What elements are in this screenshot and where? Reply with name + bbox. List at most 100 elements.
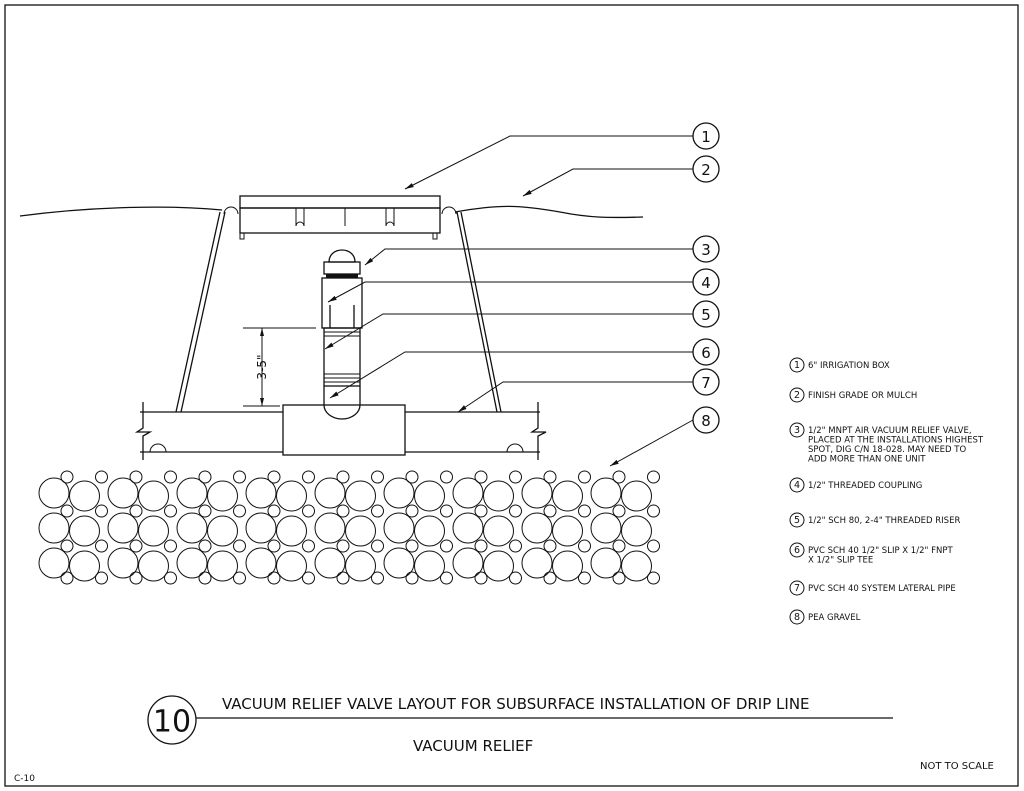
gravel-stone	[483, 550, 514, 582]
gravel-stone	[138, 550, 169, 582]
gravel-stone	[314, 477, 346, 509]
gravel-stone	[138, 515, 169, 547]
gravel-stone	[95, 539, 108, 553]
gravel-stone	[440, 504, 453, 518]
gravel-stone	[336, 539, 350, 553]
legend-number: 5	[794, 515, 800, 526]
sheet-id: C-10	[14, 774, 35, 784]
gravel-stone	[345, 515, 376, 547]
gravel-stone	[474, 504, 488, 518]
gravel-stone	[405, 539, 419, 553]
gravel-stone	[267, 504, 281, 518]
detail-number-circle	[147, 695, 197, 745]
gravel-stone	[176, 477, 208, 509]
sheet-border	[4, 4, 1019, 787]
callout-number: 2	[701, 161, 711, 179]
gravel-stone	[345, 480, 376, 512]
gravel-stone	[107, 547, 139, 579]
gravel-stone	[245, 512, 277, 544]
gravel-stone	[521, 512, 553, 544]
leader-line	[364, 248, 693, 266]
gravel-stone	[612, 470, 626, 484]
gravel-stone	[267, 539, 281, 553]
legend-text: FINISH GRADE OR MULCH	[808, 391, 917, 401]
dimension-label: 3-5"	[255, 354, 269, 379]
gravel-stone	[440, 470, 453, 484]
gravel-stone	[276, 550, 307, 582]
gravel-stone	[267, 571, 281, 585]
gravel-stone	[543, 539, 557, 553]
legend-text: 6" IRRIGATION BOX	[808, 361, 890, 371]
gravel-stone	[578, 539, 591, 553]
gravel-stone	[60, 571, 74, 585]
gravel-stone	[440, 571, 453, 585]
gravel-stone	[578, 470, 591, 484]
leader-line	[522, 168, 693, 197]
gravel-stone	[552, 550, 583, 582]
gravel-stone	[233, 504, 246, 518]
gravel-stone	[314, 512, 346, 544]
legend-number: 3	[794, 425, 800, 436]
gravel-stone	[207, 480, 238, 512]
gravel-stone	[38, 512, 70, 544]
gravel-stone	[383, 477, 415, 509]
gravel-stone	[314, 547, 346, 579]
arrowhead-icon	[458, 405, 467, 412]
gravel-stone	[612, 504, 626, 518]
gravel-stone	[198, 470, 212, 484]
arrowhead-icon	[328, 295, 337, 302]
arrowhead-icon	[330, 391, 339, 398]
gravel-stone	[383, 547, 415, 579]
gravel-stone	[38, 477, 70, 509]
gravel-stone	[69, 550, 100, 582]
gravel-stone	[521, 547, 553, 579]
gravel-stone	[405, 470, 419, 484]
callout-bubble	[692, 368, 720, 396]
gravel-stone	[371, 504, 384, 518]
gravel-stone	[198, 539, 212, 553]
gravel-stone	[60, 539, 74, 553]
leader-line	[404, 135, 693, 190]
gravel-stone	[69, 480, 100, 512]
arrowhead-icon	[610, 459, 619, 466]
gravel-stone	[647, 571, 660, 585]
leader-line	[327, 281, 693, 303]
gravel-stone	[129, 571, 143, 585]
gravel-stone	[621, 515, 652, 547]
gravel-stone	[612, 571, 626, 585]
gravel-stone	[509, 470, 522, 484]
callout-bubble	[692, 122, 720, 150]
gravel-stone	[245, 477, 277, 509]
gravel-stone	[371, 539, 384, 553]
gravel-stone	[452, 512, 484, 544]
gravel-stone	[336, 470, 350, 484]
gravel-stone	[345, 550, 376, 582]
gravel-stone	[164, 470, 177, 484]
gravel-stone	[647, 470, 660, 484]
legend-bubble	[789, 609, 805, 625]
legend-text: PEA GRAVEL	[808, 613, 861, 623]
legend-number: 4	[794, 480, 800, 491]
gravel-stone	[207, 550, 238, 582]
drawing-subtitle: VACUUM RELIEF	[413, 737, 533, 755]
gravel-stone	[578, 504, 591, 518]
gravel-stone	[405, 571, 419, 585]
gravel-stone	[233, 571, 246, 585]
gravel-stone	[590, 477, 622, 509]
gravel-stone	[129, 539, 143, 553]
arrowhead-icon	[365, 257, 374, 265]
legend-text: 1/2" THREADED COUPLING	[808, 481, 922, 491]
legend-text: PVC SCH 40 1/2" SLIP X 1/2" FNPT	[808, 546, 953, 556]
drawing-title: VACUUM RELIEF VALVE LAYOUT FOR SUBSURFAC…	[222, 695, 810, 713]
gravel-stone	[371, 470, 384, 484]
lateral-pipe	[134, 402, 547, 460]
gravel-stone	[302, 571, 315, 585]
gravel-stone	[38, 547, 70, 579]
gravel-stone	[138, 480, 169, 512]
arrowhead-icon	[405, 183, 414, 189]
gravel-stone	[414, 550, 445, 582]
legend-bubble	[789, 422, 805, 438]
pea-gravel	[38, 470, 660, 585]
